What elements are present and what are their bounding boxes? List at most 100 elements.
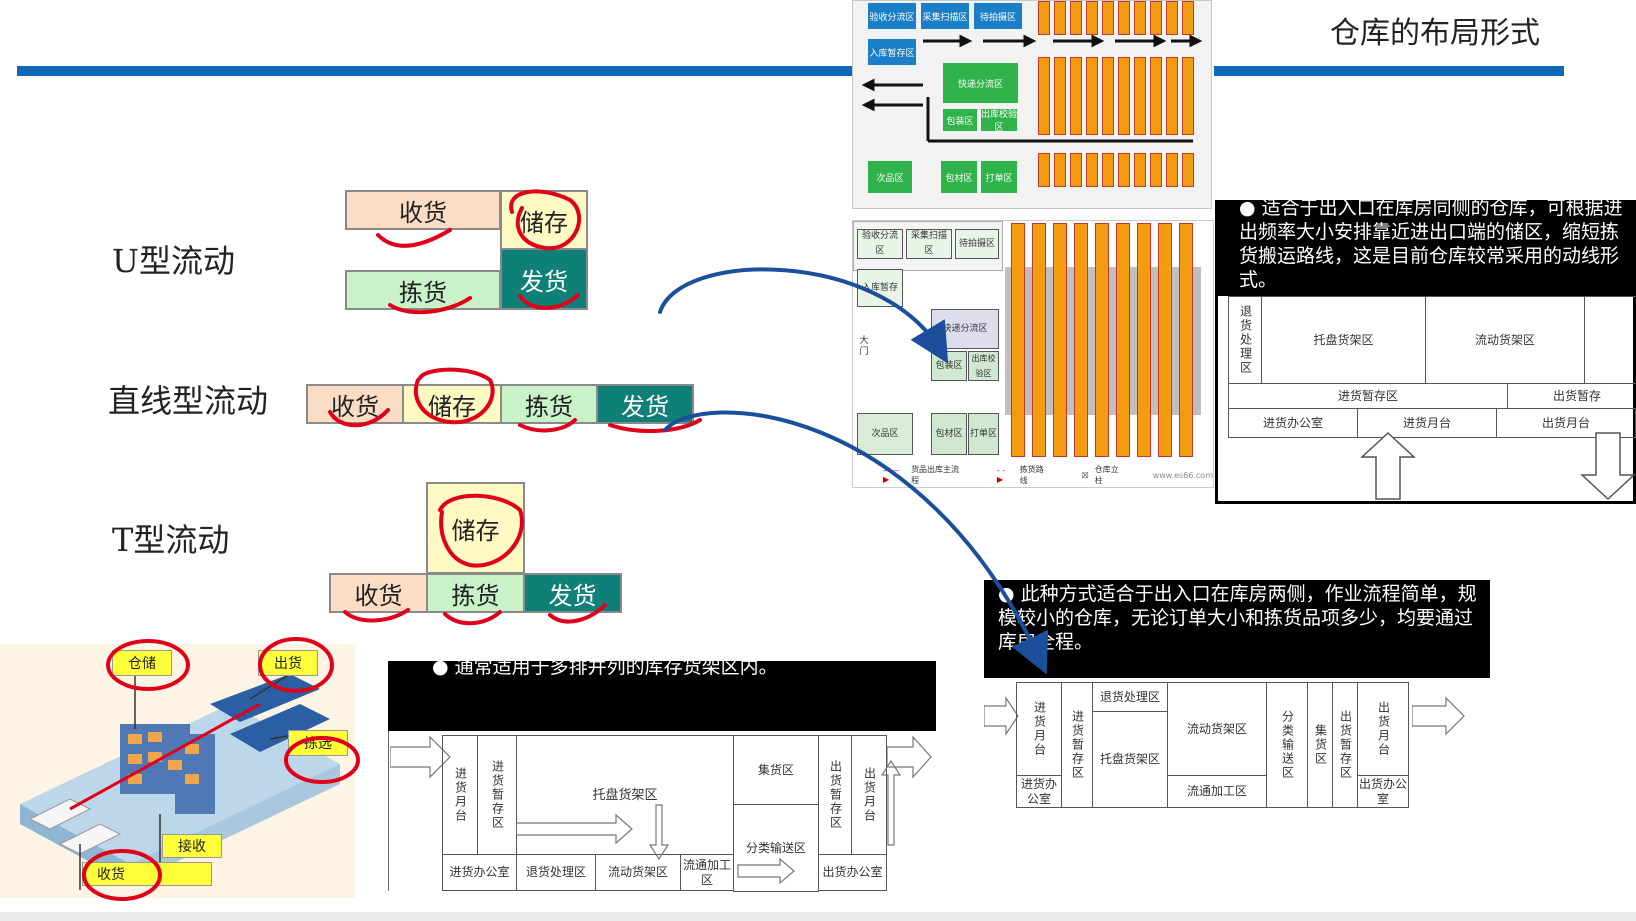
u-flow-label: U型流动 (112, 242, 235, 280)
wh1-block: 次品区 (868, 161, 912, 193)
wh2-block: 出库校验区 (968, 351, 999, 381)
t-bullet-box: ● 通常适用于多排并列的库存货架区内。 (388, 656, 936, 731)
rack-column (1137, 223, 1151, 457)
underline-u-receive (376, 228, 452, 248)
t-ship-cell: 发货 (523, 573, 622, 613)
isometric-warehouse-image: 仓储 出货 拣选 接收 收货 (0, 644, 355, 898)
warehouse-layout-image-middle: 验收分流区 采集扫描区 待拍摄区 入库暂存 快递分流区 包装区 出库校验区 次品… (852, 220, 1214, 488)
wh2-legend-main: 货品出库主流程 (911, 465, 960, 485)
u-pick-cell: 拣货 (345, 270, 501, 310)
line-bullet-text: 此种方式适合于出入口在库房两侧，作业流程简单，规模较小的仓库，无论订单大小和拣货… (998, 583, 1477, 653)
line-dia-pallet: 托盘货架区 (1092, 711, 1168, 808)
line-layout-diagram: 进货月台 进货办公室 进货暂存区 退货处理区 托盘货架区 流动货架区 流通加工区… (984, 678, 1490, 808)
rack-cell (1054, 153, 1066, 187)
wh2-block: 包材区 (931, 413, 967, 455)
t-dia-intemp: 进货暂存区 (477, 735, 517, 855)
line-dia-sort: 分类输送区 (1266, 682, 1308, 808)
line-dia-outtemp: 出货暂存区 (1332, 682, 1358, 808)
rack-cell (1118, 1, 1130, 35)
rack-cell (1102, 153, 1114, 187)
rack-cell (1054, 1, 1066, 35)
wh2-block: 验收分流区 (857, 229, 903, 259)
t-dia-process: 流通加工区 (680, 854, 734, 891)
t-dia-flow-arrows (516, 759, 902, 885)
line-flow-label: 直线型流动 (108, 382, 269, 420)
rack-cell (1150, 153, 1162, 187)
t-dia-outoffice: 出货办公室 (818, 854, 887, 891)
line-dia-outdock: 出货月台 (1357, 682, 1409, 776)
wh1-flow-arrows (861, 34, 1203, 143)
page-title: 仓库的布局形式 (1330, 16, 1540, 51)
line-dia-return: 退货处理区 (1092, 682, 1168, 712)
t-dia-in-arrow (390, 735, 451, 779)
t-bullet-text: 通常适用于多排并列的库存货架区内。 (454, 656, 778, 678)
t-store-cell: 储存 (426, 482, 525, 574)
rack-cell (1070, 153, 1082, 187)
rack-cell (1150, 1, 1162, 35)
u-dia-flowrack: 流动货架区 (1425, 296, 1585, 384)
rack-cell (1102, 1, 1114, 35)
u-dia-in-arrow (1360, 431, 1416, 500)
rack-cell (1086, 153, 1098, 187)
line-ship-cell: 发货 (596, 384, 694, 424)
wh2-legend-column: 仓库立柱 (1094, 465, 1119, 485)
line-dia-outoffice: 出货办公室 (1357, 775, 1409, 808)
u-store-cell: 储存 (500, 190, 588, 250)
wh2-block: 采集扫描区 (906, 229, 952, 259)
u-dia-outtemp: 出货暂存 (1507, 383, 1636, 409)
wh1-block: 采集扫描区 (921, 3, 969, 29)
wh1-block: 入库暂存区 (868, 39, 916, 65)
t-dia-indock: 进货月台 (442, 735, 478, 855)
line-pick-cell: 拣货 (500, 384, 598, 424)
rack-column (1116, 223, 1130, 457)
header-rule-right (1214, 66, 1564, 76)
wh2-door: 大门 (857, 335, 868, 357)
wh1-block: 打单区 (981, 161, 1017, 193)
wh2-block: 待拍摄区 (955, 229, 999, 259)
rack-cell (1118, 57, 1130, 135)
t-dia-inoffice: 进货办公室 (442, 854, 517, 891)
wh2-block: 次品区 (857, 413, 913, 455)
rack-column (1053, 223, 1067, 457)
wh1-block: 待拍摄区 (974, 3, 1022, 29)
underline-t-pick (443, 610, 502, 626)
isometric-scene (20, 673, 340, 890)
rack-cell (1134, 57, 1146, 135)
wh2-block: 打单区 (968, 413, 999, 455)
u-dia-pallet: 托盘货架区 (1261, 296, 1426, 384)
wh1-block: 包装区 (943, 109, 977, 131)
wh2-block: 包装区 (931, 351, 967, 381)
rack-cell (1038, 153, 1050, 187)
iso-label-receive: 收货 (82, 862, 212, 886)
line-dia-inoffice: 进货办公室 (1016, 775, 1062, 808)
u-dia-inoffice: 进货办公室 (1228, 408, 1358, 438)
rack-cell (1118, 153, 1130, 187)
iso-label-picking: 拣选 (288, 730, 348, 756)
u-dia-return: 退货处理区 (1228, 296, 1262, 384)
rack-cell (1134, 1, 1146, 35)
line-dia-flowrack: 流动货架区 (1167, 682, 1267, 776)
bottom-edge (0, 912, 1636, 921)
t-dia-out-arrow (887, 735, 932, 779)
wh2-site: www.es66.com (1152, 470, 1213, 480)
line-bullet-box: ● 此种方式适合于出入口在库房两侧，作业流程简单，规模较小的仓库，无论订单大小和… (984, 580, 1490, 678)
rack-cell (1086, 1, 1098, 35)
rack-cell (1182, 57, 1194, 135)
wh1-block: 包材区 (941, 161, 977, 193)
rack-cell (1054, 57, 1066, 135)
rack-cell (1038, 1, 1050, 35)
u-bullet-box: ● 适合于出入口在库房同侧的仓库，可根据进出频率大小安排靠近进出口端的储区，缩短… (1215, 197, 1636, 296)
line-dia-process: 流通加工区 (1167, 775, 1267, 808)
iso-label-accept: 接收 (162, 834, 222, 858)
rack-cell (1182, 153, 1194, 187)
rack-cell (1166, 57, 1178, 135)
rack-cell (1182, 1, 1194, 35)
line-store-cell: 储存 (402, 384, 502, 424)
wh1-block: 出库校验区 (981, 109, 1018, 133)
wh2-legend-pick: 拣货路线 (1019, 465, 1044, 485)
line-dia-in-arrow (984, 696, 1019, 736)
u-layout-diagram: 退货处理区 托盘货架区 流动货架区 进货暂存区 出货暂存 进货办公室 进货月台 … (1215, 296, 1636, 504)
rack-cell (1102, 57, 1114, 135)
line-dia-collect: 集货区 (1307, 682, 1333, 808)
rack-column (1158, 223, 1172, 457)
